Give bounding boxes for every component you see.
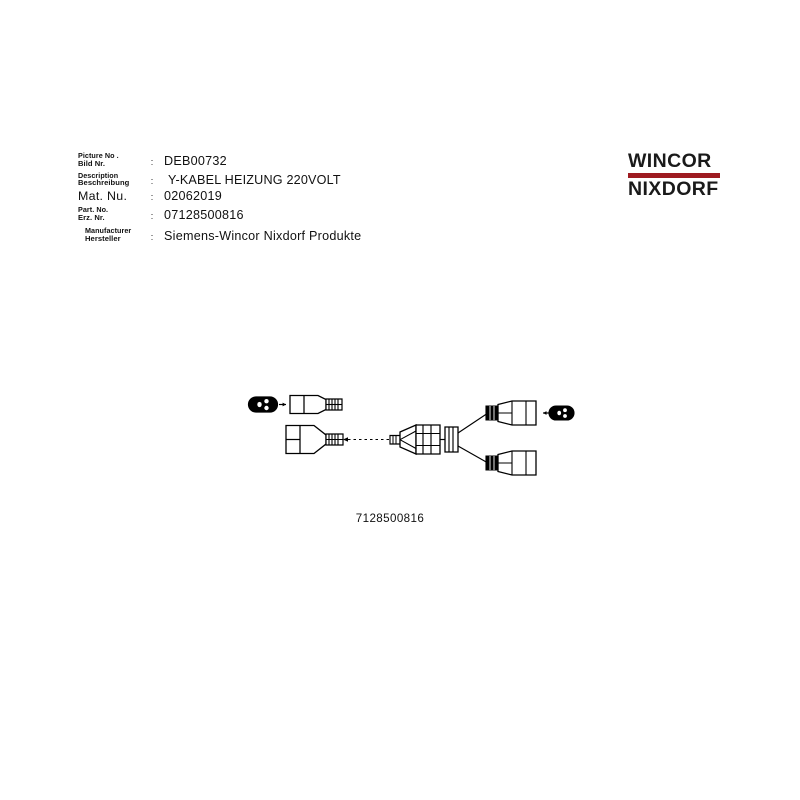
connector-upper-left: [289, 394, 343, 415]
row-label-group: Picture No . Bild Nr.: [78, 152, 146, 168]
label-de: Beschreibung: [78, 178, 130, 188]
label-de: Bild Nr.: [78, 158, 106, 168]
specification-table: Picture No . Bild Nr. : DEB00732 Descrip…: [78, 152, 548, 243]
label-en: Manufacturer: [85, 226, 132, 236]
part-number-value: 07128500816: [164, 208, 244, 223]
label-en: Mat. Nu.: [78, 189, 128, 204]
connector-upper-right: [485, 400, 537, 426]
colon-separator: :: [150, 211, 154, 222]
table-row: Description Beschreibung : Y-KABEL HEIZU…: [78, 172, 548, 188]
branch-lead-upper: [457, 412, 489, 434]
description-value: Y-KABEL HEIZUNG 220VOLT: [168, 173, 341, 188]
iec-socket-symbol-right: [543, 405, 575, 421]
y-cable-line-art: [247, 394, 575, 476]
colon-separator: :: [150, 231, 154, 242]
logo-line-nixdorf: NIXDORF: [628, 177, 719, 200]
picture-number-value: DEB00732: [164, 153, 227, 168]
logo-line-wincor: WINCOR: [628, 150, 712, 172]
table-row: Part. No. Erz. Nr. : 07128500816: [78, 206, 548, 222]
table-row: Mat. Nu. : 02062019: [78, 189, 548, 203]
table-row: Manufacturer Hersteller : Siemens-Wincor…: [78, 227, 548, 243]
row-label-group: Manufacturer Hersteller: [78, 227, 146, 243]
row-label-group: Part. No. Erz. Nr.: [78, 206, 146, 222]
colon-separator: :: [150, 176, 154, 187]
iec-socket-symbol-left: [247, 396, 286, 413]
material-number-value: 02062019: [164, 189, 223, 204]
row-label-group: Mat. Nu.: [78, 190, 146, 203]
y-cable-diagram: [240, 375, 580, 495]
label-de: Erz. Nr.: [78, 212, 105, 222]
row-label-group: Description Beschreibung: [78, 172, 146, 188]
manufacturer-value: Siemens-Wincor Nixdorf Produkte: [164, 228, 362, 243]
caption-part-number: 7128500816: [355, 512, 425, 525]
label-en: Part. No.: [78, 205, 109, 215]
logo-red-bar: [628, 173, 720, 178]
colon-separator: :: [150, 156, 154, 167]
connector-lower-right: [485, 450, 537, 476]
wincor-nixdorf-logo: WINCOR NIXDORF: [628, 150, 720, 200]
y-splitter-body: [389, 424, 459, 455]
table-row: Picture No . Bild Nr. : DEB00732: [78, 152, 548, 168]
connector-lower-left: [285, 424, 348, 455]
label-en: Picture No .: [78, 151, 119, 160]
branch-lead-lower: [457, 445, 489, 464]
label-de: Hersteller: [85, 233, 121, 243]
colon-separator: :: [150, 192, 154, 203]
drawing-caption: 7128500816: [0, 512, 800, 525]
label-en: Description: [78, 170, 119, 180]
